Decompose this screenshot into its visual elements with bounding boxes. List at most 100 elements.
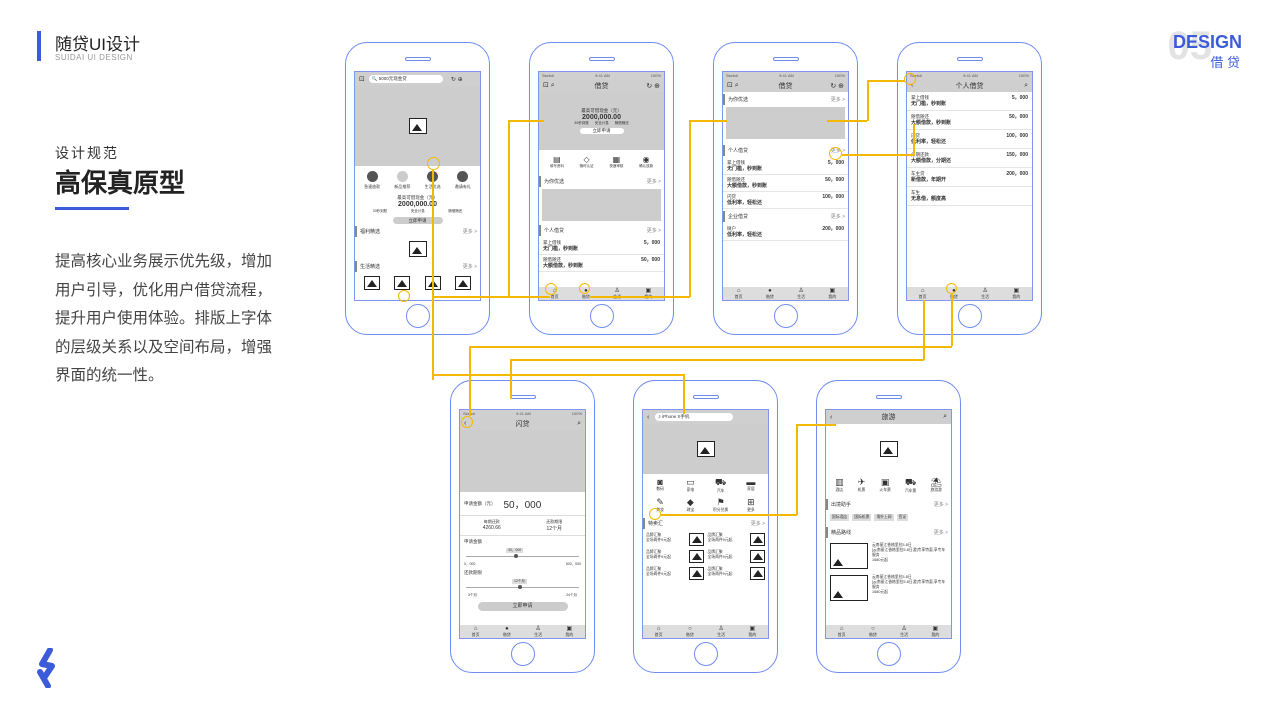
tab-home[interactable]: ⌂首页: [654, 625, 663, 637]
product-card[interactable]: 品牌汇聚全场两件9元起: [646, 550, 704, 563]
amount-slider[interactable]: 30，000: [466, 548, 579, 562]
helper-tag[interactable]: 境外上网: [874, 514, 894, 521]
message-icon[interactable]: ↻ ⊕: [646, 82, 660, 90]
image-placeholder-icon: [364, 276, 381, 290]
back-icon[interactable]: ‹: [647, 413, 650, 421]
tab-loan[interactable]: ●借贷: [765, 287, 774, 299]
suidai-logo-icon: [37, 648, 55, 688]
design-label: DESIGN: [1172, 32, 1242, 52]
quick-entry[interactable]: 急速放款: [364, 171, 380, 190]
category-item[interactable]: ◙数码: [656, 477, 664, 491]
category-item[interactable]: ⛱旅游游: [930, 477, 942, 492]
tab-home[interactable]: ⌂首页: [734, 287, 743, 299]
tab-home[interactable]: ⌂首页: [471, 625, 480, 637]
category-item[interactable]: ⊞更多: [747, 497, 755, 512]
product-card[interactable]: 品牌汇聚全场两件9元起: [708, 550, 765, 563]
product-card[interactable]: 品牌汇聚全场两件9元起: [646, 533, 704, 546]
message-icon[interactable]: ↻ ⊕: [450, 76, 463, 83]
helper-tag[interactable]: 国际机票: [852, 514, 872, 521]
search-input[interactable]: 🔍 5000元现金贷: [368, 75, 443, 83]
tab-loan[interactable]: ○借贷: [868, 625, 877, 637]
home-button[interactable]: [510, 642, 535, 666]
back-icon[interactable]: ‹: [830, 413, 833, 421]
category-item[interactable]: ⛟汽车票: [904, 477, 917, 493]
home-button[interactable]: [773, 304, 798, 328]
tab-bar: ⌂首页 ●借贷 ♙生活 ▣我的: [907, 287, 1032, 300]
home-button[interactable]: [405, 304, 430, 328]
home-button[interactable]: [589, 304, 614, 328]
amount-value: 50，000: [503, 500, 542, 511]
category-item[interactable]: ▬家居: [746, 477, 756, 491]
tab-mine[interactable]: ▣我的: [828, 287, 837, 299]
tab-mine[interactable]: ▣我的: [748, 625, 757, 637]
helper-tag[interactable]: 国际酒店: [830, 514, 850, 521]
helper-tag[interactable]: 签证: [896, 514, 909, 521]
list-item[interactable]: 车生无息借，额度高: [907, 187, 1032, 206]
tab-mine[interactable]: ▣我的: [565, 625, 574, 637]
tab-home[interactable]: ⌂首页: [918, 287, 927, 299]
search-input[interactable]: ⌕ iPhone X手机: [655, 413, 734, 421]
tab-life[interactable]: ♙生活: [797, 287, 806, 299]
design-tag: 借 贷: [1210, 55, 1240, 70]
tab-life[interactable]: ♙生活: [534, 625, 543, 637]
search-icon[interactable]: ⌕: [1024, 81, 1028, 89]
scan-icon[interactable]: ⊡ ⌕: [543, 82, 555, 89]
category-item[interactable]: ▥酒店: [835, 477, 844, 492]
home-button[interactable]: [876, 642, 901, 666]
quick-entry[interactable]: 邀请有礼: [455, 171, 471, 190]
apply-button[interactable]: 立即申请: [392, 217, 443, 224]
tab-life[interactable]: ♙生活: [717, 625, 726, 637]
tab-mine[interactable]: ▣我的: [1012, 287, 1021, 299]
apply-button[interactable]: 立即申请: [579, 128, 624, 134]
home-banner[interactable]: [355, 86, 480, 166]
tab-loan[interactable]: ○借贷: [685, 625, 694, 637]
category-item[interactable]: ⛟汽车: [714, 477, 727, 493]
category-item[interactable]: ⚑积分兑换: [713, 497, 729, 512]
back-icon[interactable]: ‹: [911, 82, 914, 89]
category-item[interactable]: ✈机票: [857, 477, 866, 492]
section-label: 设计规范: [55, 145, 119, 161]
product-card[interactable]: 品牌汇聚全场两件9元起: [646, 567, 704, 580]
home-button[interactable]: [693, 642, 718, 666]
image-placeholder-icon: [454, 276, 471, 290]
tab-mine[interactable]: ▣我的: [931, 625, 940, 637]
term-slider[interactable]: 12个月: [466, 579, 579, 593]
screen-home: ⊡ 🔍 5000元现金贷 ↻ ⊕ 急速放款 新品推荐 生活优选 邀请有礼 最高可…: [354, 71, 481, 301]
product-card[interactable]: 品牌汇聚全场两件9元起: [708, 567, 765, 580]
tab-loan[interactable]: ●借贷: [502, 625, 511, 637]
category-item[interactable]: ▣火车票: [879, 477, 891, 492]
tab-life[interactable]: ♙生活: [981, 287, 990, 299]
scan-icon[interactable]: ⊡: [359, 76, 365, 83]
tab-life[interactable]: ♙生活: [900, 625, 909, 637]
search-icon[interactable]: ⌕: [943, 413, 947, 420]
search-icon[interactable]: ⌕: [577, 419, 581, 427]
apply-button[interactable]: 立即申请: [477, 602, 568, 611]
phone-home: ⊡ 🔍 5000元现金贷 ↻ ⊕ 急速放款 新品推荐 生活优选 邀请有礼 最高可…: [345, 42, 490, 335]
category-item[interactable]: ▭家电: [686, 477, 695, 492]
home-button[interactable]: [957, 304, 982, 328]
screen-travel: ‹旅游⌕ ▥酒店 ✈机票 ▣火车票 ⛟汽车票 ⛱旅游游 出境助手更多 > 国际酒…: [825, 409, 952, 639]
tab-home[interactable]: ⌂首页: [837, 625, 846, 637]
tab-bar: ⌂首页 ○借贷 ♙生活 ▣我的: [643, 625, 768, 638]
product-card[interactable]: 品牌汇聚全场两件9元起: [708, 533, 765, 546]
quick-entry[interactable]: 新品推荐: [394, 171, 410, 190]
category-item[interactable]: ◆珠宝: [686, 497, 695, 512]
